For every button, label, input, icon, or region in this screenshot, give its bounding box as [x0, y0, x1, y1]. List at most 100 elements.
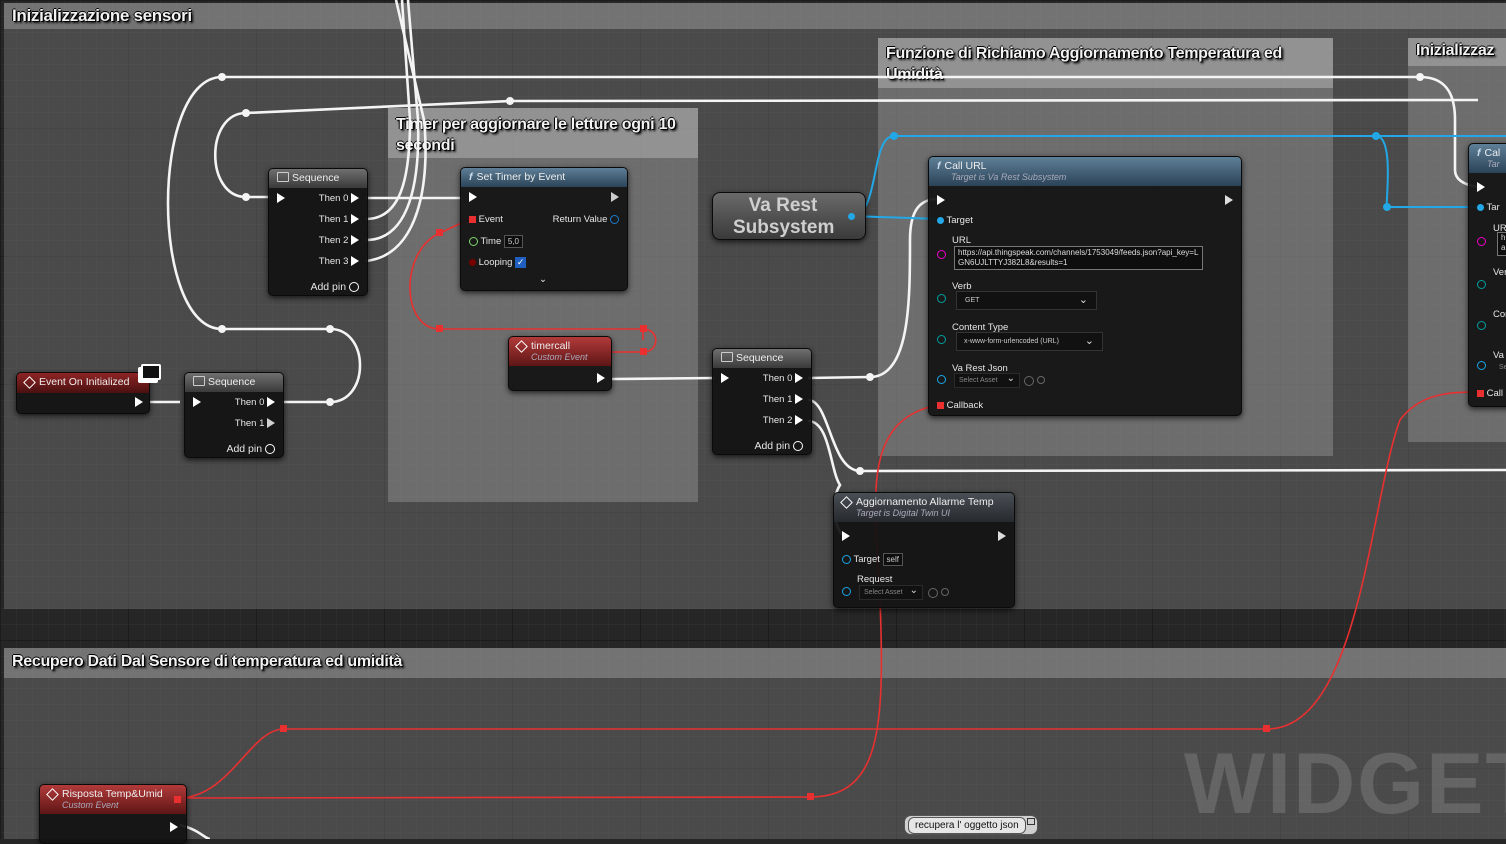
monitor-icon: [141, 364, 161, 380]
delegate-pin[interactable]: [469, 215, 476, 223]
then-1-label: Then 1: [234, 418, 265, 429]
event-icon: [23, 375, 36, 389]
exec-out-pin[interactable]: [267, 397, 275, 408]
enum-pin[interactable]: [1477, 279, 1486, 289]
exec-out-hollow-icon[interactable]: [1225, 195, 1233, 206]
exec-out-pin[interactable]: [351, 235, 359, 246]
delegate-wire: [409, 218, 657, 353]
add-pin-button[interactable]: Add pin: [310, 281, 347, 293]
event-label: Event: [478, 214, 503, 225]
then-1-label: Then 1: [762, 394, 793, 405]
exec-out-pin[interactable]: [795, 394, 803, 405]
exec-out-pin[interactable]: [611, 192, 619, 203]
delegate-pin[interactable]: [1477, 389, 1484, 397]
exec-out-pin[interactable]: [267, 418, 275, 429]
exec-in-pin[interactable]: [469, 192, 477, 203]
enum-pin[interactable]: [937, 293, 946, 303]
exec-out-pin[interactable]: [1217, 195, 1225, 205]
node-title: Va Rest Subsystem: [733, 195, 835, 238]
node-sequence-2[interactable]: Sequence Then 0 Then 1 Then 2 Then 3 Add…: [268, 168, 368, 296]
target-input[interactable]: self: [882, 553, 903, 566]
request-asset-dropdown[interactable]: Select Asset ⌄: [859, 585, 923, 600]
object-pin[interactable]: [937, 374, 946, 384]
exec-in-pin[interactable]: [842, 531, 850, 542]
exec-out-pin[interactable]: [351, 214, 359, 225]
time-input[interactable]: 5,0: [503, 235, 523, 248]
enum-pin[interactable]: [1477, 320, 1486, 330]
add-pin-icon[interactable]: [349, 282, 359, 293]
comment-recovery[interactable]: Recupero Dati Dal Sensore di temperatura…: [4, 648, 1506, 839]
exec-out-pin[interactable]: [795, 373, 803, 384]
object-pin[interactable]: [842, 555, 851, 564]
exec-in-pin[interactable]: [193, 397, 201, 408]
add-pin-button[interactable]: Add pin: [754, 440, 791, 452]
use-asset-icon[interactable]: [928, 588, 938, 598]
node-title: Call URL: [944, 160, 987, 172]
comment-init-sensors[interactable]: Inizializzazione sensori: [4, 3, 1506, 609]
verb-dropdown[interactable]: GET ⌄: [956, 291, 1097, 310]
node-event-on-initialized[interactable]: Event On Initialized: [16, 372, 150, 414]
callback-label: Call: [1486, 388, 1504, 399]
expand-chevron-icon[interactable]: ⌄: [539, 274, 547, 285]
object-pin[interactable]: [937, 216, 944, 224]
delegate-pin[interactable]: [937, 401, 944, 409]
exec-in-pin[interactable]: [277, 193, 285, 204]
exec-out-hollow-icon[interactable]: [998, 531, 1006, 542]
json-asset-value: Se: [1499, 364, 1506, 371]
exec-out-pin[interactable]: [795, 415, 803, 426]
exec-in-pin[interactable]: [721, 373, 729, 384]
return-value-pin[interactable]: [610, 214, 619, 224]
add-pin-icon[interactable]: [793, 441, 803, 452]
add-pin-button[interactable]: Add pin: [226, 443, 263, 455]
exec-out-pin[interactable]: [135, 397, 143, 408]
node-title: Cal: [1484, 147, 1501, 159]
exec-in-pin[interactable]: [937, 195, 945, 206]
object-pin[interactable]: [1477, 360, 1486, 370]
exec-out-pin[interactable]: [351, 256, 359, 267]
sequence-icon: [277, 172, 289, 183]
delegate-wire: [177, 391, 1481, 799]
url-input[interactable]: https://api.thingspeak.com/channels/1753…: [954, 246, 1203, 270]
exec-wire: [807, 197, 939, 380]
content-type-dropdown[interactable]: x-www-form-urlencoded (URL) ⌄: [956, 332, 1103, 351]
exec-out-pin[interactable]: [597, 373, 605, 384]
use-asset-icon[interactable]: [1024, 376, 1034, 386]
object-pin[interactable]: [1477, 203, 1484, 211]
node-sequence-3[interactable]: Sequence Then 0 Then 1 Then 2 Add pin: [712, 348, 812, 455]
enum-pin[interactable]: [937, 334, 946, 344]
object-pin[interactable]: [842, 586, 851, 596]
json-asset-dropdown[interactable]: Select Asset ⌄: [954, 373, 1020, 388]
verb-value: GET: [965, 297, 980, 304]
then-1-label: Then 1: [318, 214, 349, 225]
node-sequence-1[interactable]: Sequence Then 0 Then 1 Add pin: [184, 372, 284, 458]
object-out-pin[interactable]: [848, 213, 855, 220]
string-pin[interactable]: [1477, 236, 1486, 246]
delegate-pin[interactable]: [174, 796, 181, 803]
exec-wire: [166, 75, 1479, 404]
string-pin[interactable]: [937, 249, 946, 259]
looping-checkbox[interactable]: ✓: [515, 257, 527, 268]
event-icon: [46, 787, 59, 801]
comment-bubble[interactable]: recupera l' oggetto json: [904, 815, 1038, 835]
browse-search-icon[interactable]: [941, 588, 949, 596]
exec-out-pin[interactable]: [170, 822, 178, 833]
exec-out-pin[interactable]: [351, 193, 359, 204]
then-2-label: Then 2: [762, 415, 793, 426]
add-pin-icon[interactable]: [265, 444, 275, 455]
node-title: Event On Initialized: [39, 376, 130, 388]
bool-pin[interactable]: [469, 259, 476, 266]
event-icon: [515, 339, 528, 353]
exec-in-pin[interactable]: [1477, 182, 1485, 193]
node-varest-subsystem[interactable]: Va Rest Subsystem: [712, 192, 866, 240]
browse-search-icon[interactable]: [1037, 376, 1045, 384]
pin-bubble-icon[interactable]: [1027, 818, 1035, 825]
float-pin[interactable]: [469, 237, 478, 246]
content-type-value: x-www-form-urlencoded (URL): [964, 338, 1059, 345]
